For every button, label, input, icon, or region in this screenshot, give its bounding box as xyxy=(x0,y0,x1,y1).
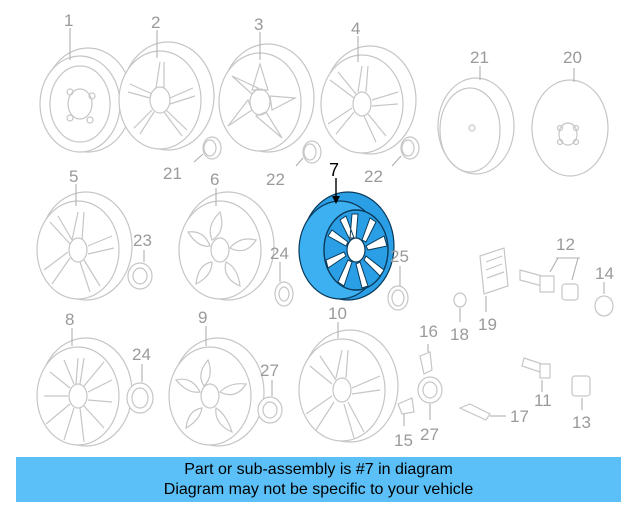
callout-26: 24 xyxy=(132,345,151,364)
callout-5: 5 xyxy=(69,167,78,186)
wheel-4[interactable] xyxy=(320,36,417,155)
callout-23: 23 xyxy=(133,231,152,250)
callout-19: 19 xyxy=(478,315,497,334)
callout-13: 13 xyxy=(572,413,591,432)
wheel-8[interactable] xyxy=(36,328,133,447)
callout-27a: 27 xyxy=(260,361,279,380)
lock-14[interactable] xyxy=(594,282,614,317)
valve-17[interactable] xyxy=(458,403,506,421)
callout-27b: 27 xyxy=(420,425,439,444)
wheel-10[interactable] xyxy=(298,322,399,443)
callout-14: 14 xyxy=(595,264,614,283)
callout-10: 10 xyxy=(328,304,347,323)
callout-2: 2 xyxy=(151,13,160,32)
callout-12: 12 xyxy=(556,235,575,254)
callout-21: 21 xyxy=(470,48,489,67)
center-cap-22a[interactable] xyxy=(193,136,222,163)
banner-line-2: Diagram may not be specific to your vehi… xyxy=(163,481,474,498)
callout-17: 17 xyxy=(510,407,529,426)
center-cap-27a[interactable] xyxy=(257,380,283,424)
callout-15: 15 xyxy=(394,431,413,450)
center-cap-23[interactable] xyxy=(127,250,153,290)
callout-6: 6 xyxy=(210,170,219,189)
callout-22a: 21 xyxy=(163,164,182,183)
wheel-1[interactable] xyxy=(39,28,133,153)
info-banner: Part or sub-assembly is #7 in diagram Di… xyxy=(16,457,621,502)
center-cap-26[interactable] xyxy=(126,364,154,414)
callout-24: 24 xyxy=(270,244,289,263)
bolt-12[interactable] xyxy=(519,257,580,301)
center-cap-24[interactable] xyxy=(274,262,294,307)
parts-diagram: 1 2 3 4 21 20 xyxy=(36,11,614,450)
center-cap-27b[interactable] xyxy=(417,376,443,420)
wheel-6[interactable] xyxy=(178,188,275,301)
wheel-7-highlighted[interactable] xyxy=(298,178,395,301)
callout-7: 7 xyxy=(329,160,339,180)
callout-22b: 22 xyxy=(266,170,285,189)
valve-18[interactable] xyxy=(453,292,467,322)
label-19[interactable] xyxy=(479,247,509,312)
bolt-11[interactable] xyxy=(521,357,551,392)
callout-8: 8 xyxy=(65,310,74,329)
callout-22c: 22 xyxy=(364,167,383,186)
callout-20: 20 xyxy=(563,48,582,67)
wheel-3[interactable] xyxy=(218,32,315,153)
center-cap-22c[interactable] xyxy=(391,136,420,167)
banner-line-1: Part or sub-assembly is #7 in diagram xyxy=(184,461,453,478)
callout-3: 3 xyxy=(254,15,263,34)
callout-4: 4 xyxy=(351,19,360,38)
valve-15[interactable] xyxy=(397,397,415,426)
wheel-cover-21[interactable] xyxy=(437,66,515,175)
nut-13[interactable] xyxy=(571,375,591,410)
callout-25: 25 xyxy=(390,247,409,266)
wheel-5[interactable] xyxy=(36,184,133,301)
callout-9: 9 xyxy=(198,308,207,327)
wheel-2[interactable] xyxy=(118,30,215,151)
wheel-9[interactable] xyxy=(168,326,265,447)
center-cap-22b[interactable] xyxy=(295,140,322,167)
callout-16: 16 xyxy=(419,322,438,341)
callout-11: 11 xyxy=(534,391,552,410)
wheel-cover-20[interactable] xyxy=(531,68,609,177)
valve-16[interactable] xyxy=(419,344,433,375)
callout-1: 1 xyxy=(64,11,73,30)
callout-18: 18 xyxy=(450,325,469,344)
center-cap-25[interactable] xyxy=(387,266,409,311)
